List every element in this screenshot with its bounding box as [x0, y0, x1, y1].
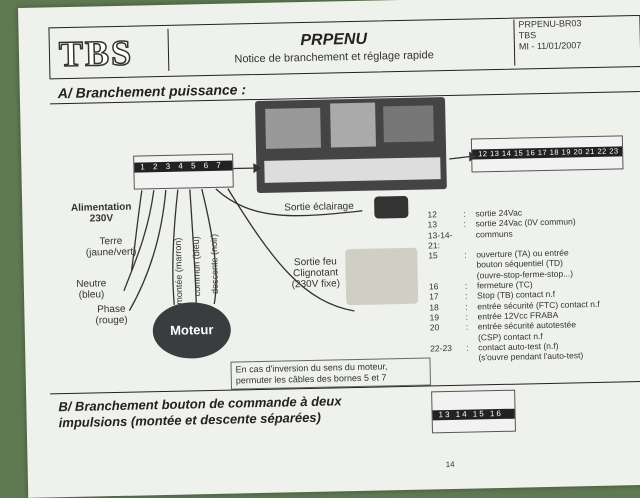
motor-inversion-note: En cas d'inversion du sens du moteur, pe… — [230, 357, 431, 389]
neutre-label: Neutre (bleu) — [64, 278, 119, 301]
commun-label: commun (bleu) — [191, 236, 203, 296]
lamp-icon — [374, 196, 408, 219]
terminal-b-bottom-label: 14 — [446, 459, 455, 470]
flashing-light-image — [345, 248, 418, 305]
phase-label: Phase (rouge) — [86, 304, 136, 327]
descente-label: descente (noir) — [209, 234, 221, 294]
terre-label: Terre (jaune/vert) — [81, 235, 141, 258]
alimentation-label: Alimentation 230V — [62, 201, 140, 225]
sortie-eclairage-label: Sortie éclairage — [284, 201, 354, 213]
terminal-legend: 12:sortie 24Vac 13:sortie 24Vac (0V comm… — [427, 205, 630, 364]
terminal-block-b: 13 14 15 16 — [431, 390, 516, 434]
sortie-feu-label: Sortie feu Clignotant (230V fixe) — [285, 256, 346, 290]
montee-label: montée (marron) — [173, 238, 185, 305]
instruction-sheet: TBS PRPENU Notice de branchement et régl… — [18, 0, 640, 498]
right-arrow — [449, 157, 469, 159]
terminal-numbers-b: 13 14 15 16 — [433, 409, 515, 421]
